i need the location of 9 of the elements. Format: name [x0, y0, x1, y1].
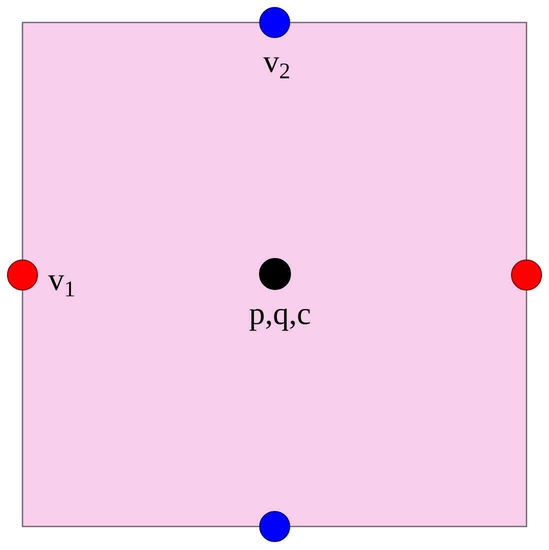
point-label: p,q,c — [250, 308, 310, 331]
vertex-label: v$_{1}$ — [48, 275, 74, 296]
vertex-label: v$_{2}$ — [263, 57, 290, 78]
vertex-dot — [259, 511, 290, 542]
center-dot — [259, 258, 291, 290]
vertex-dot — [259, 7, 290, 38]
vertex-dot — [511, 260, 542, 290]
square-region — [22, 22, 528, 528]
vertex-dot — [7, 260, 38, 290]
